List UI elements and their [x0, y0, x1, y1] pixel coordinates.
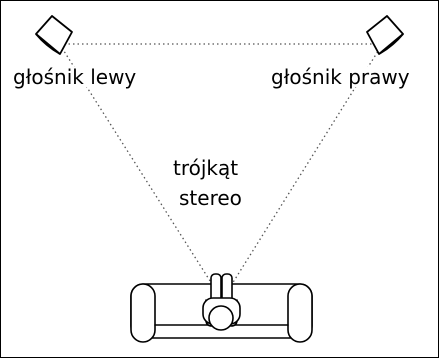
triangle-left-line	[61, 47, 213, 285]
sofa-listener-icon	[130, 273, 313, 343]
right-speaker-label: głośnik prawy	[270, 65, 411, 89]
triangle-right-line	[231, 47, 381, 285]
triangle-label-line1: trójkąt	[173, 156, 239, 180]
triangle-label-line2: stereo	[179, 186, 242, 210]
right-speaker-icon	[366, 15, 404, 55]
left-speaker-icon	[35, 15, 73, 55]
left-speaker-label: głośnik lewy	[12, 65, 138, 89]
